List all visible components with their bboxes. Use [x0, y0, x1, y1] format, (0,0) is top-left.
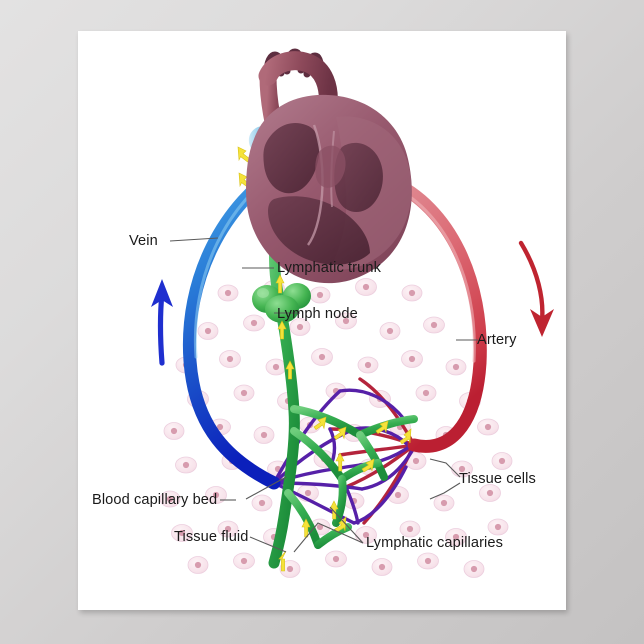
label-tissue-fluid: Tissue fluid [174, 529, 248, 545]
lymph-node-body [252, 283, 311, 323]
leader-tissue-cells-2 [429, 482, 461, 500]
label-tissue-cells: Tissue cells [459, 471, 536, 487]
heart-illustration [246, 48, 412, 284]
leader-lines [169, 237, 478, 553]
leader-blood-capillary-bed [245, 476, 287, 500]
poster: Vein Lymphatic trunk Lymph node Artery T… [78, 31, 566, 610]
leader-tissue-cells [429, 458, 461, 478]
label-lymphatic-trunk: Lymphatic trunk [277, 260, 382, 276]
diagram-canvas: Vein Lymphatic trunk Lymph node Artery T… [78, 31, 566, 610]
arterial-flow-arrow [518, 240, 554, 337]
leader-lymphatic-capillaries-2 [329, 506, 364, 544]
label-lymph-node: Lymph node [277, 306, 358, 322]
label-blood-capillary-bed: Blood capillary bed [92, 492, 217, 508]
label-vein: Vein [129, 233, 158, 249]
label-artery: Artery [477, 332, 517, 348]
label-lymphatic-capillaries: Lymphatic capillaries [366, 535, 503, 551]
leader-vein [169, 237, 219, 242]
leader-tissue-fluid [249, 536, 287, 553]
venous-return-arrow [151, 279, 173, 366]
artery-vessel [383, 174, 487, 453]
leader-lymphatic-capillaries-1 [293, 522, 364, 553]
